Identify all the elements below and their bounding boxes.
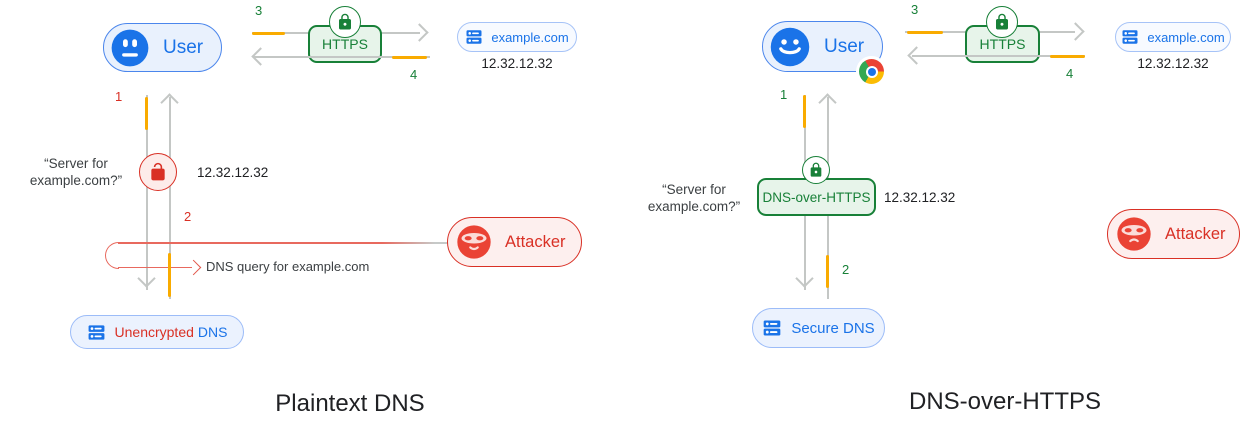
step-2-highlight bbox=[826, 255, 829, 288]
dns-word-unencrypted: Unencrypted bbox=[114, 324, 194, 340]
step-3-highlight bbox=[252, 31, 285, 35]
lock-closed-icon bbox=[996, 13, 1008, 30]
lock-closed-icon bbox=[810, 162, 822, 177]
step-1-label: 1 bbox=[780, 87, 788, 102]
response-arrow-line bbox=[254, 56, 430, 58]
step-3-highlight bbox=[907, 30, 943, 34]
website-label: example.com bbox=[1147, 29, 1225, 45]
https-label: HTTPS bbox=[979, 36, 1026, 52]
response-arrow-line bbox=[912, 55, 1085, 57]
step-2-label: 2 bbox=[184, 209, 192, 224]
attacker-pill-left: Attacker bbox=[447, 217, 582, 267]
query-text-right: “Server for example.com?” bbox=[640, 181, 748, 215]
query-line1: “Server for bbox=[44, 156, 108, 171]
intercept-label: DNS query for example.com bbox=[206, 259, 370, 274]
intercept-arrow-icon bbox=[185, 259, 202, 276]
dns-response-line bbox=[169, 97, 171, 299]
attacker-mask-icon bbox=[457, 225, 491, 259]
query-line1: “Server for bbox=[662, 182, 726, 197]
step-4-highlight bbox=[392, 55, 427, 59]
step-1-highlight bbox=[803, 95, 806, 128]
attacker-pill-right: Attacker bbox=[1107, 209, 1240, 259]
website-pill-left: example.com bbox=[457, 22, 577, 52]
step-4-label: 4 bbox=[410, 67, 418, 82]
server-icon bbox=[466, 30, 482, 44]
lock-badge-left bbox=[329, 6, 361, 38]
website-ip: 12.32.12.32 bbox=[1137, 56, 1209, 71]
doh-resolver-label: DNS-over-HTTPS bbox=[762, 189, 871, 205]
lock-badge-right bbox=[986, 6, 1018, 38]
step-2-label: 2 bbox=[842, 262, 850, 277]
diagram-title-right: DNS-over-HTTPS bbox=[908, 388, 1101, 415]
lock-open-icon bbox=[151, 162, 165, 181]
step-1-highlight bbox=[145, 97, 148, 130]
arrow-left-icon bbox=[251, 47, 270, 66]
dns-word-dns: DNS bbox=[197, 324, 228, 340]
dns-server-pill-right: Secure DNS bbox=[752, 308, 885, 348]
intercept-curve bbox=[105, 242, 119, 269]
query-line2: example.com?” bbox=[29, 173, 123, 188]
arrow-down-icon bbox=[795, 269, 814, 288]
server-icon bbox=[1122, 30, 1138, 44]
server-icon bbox=[763, 320, 781, 336]
intercept-line bbox=[118, 242, 448, 244]
step-2-highlight bbox=[168, 253, 171, 297]
query-line2: example.com?” bbox=[647, 199, 741, 214]
doh-resolver-box: DNS-over-HTTPS bbox=[757, 178, 876, 216]
arrow-right-icon bbox=[410, 23, 429, 42]
intercept-return-line bbox=[118, 266, 192, 268]
dns-query-line bbox=[146, 95, 148, 290]
happy-face-icon bbox=[770, 27, 810, 66]
resolved-ip-left: 12.32.12.32 bbox=[197, 165, 269, 180]
neutral-face-icon bbox=[111, 29, 149, 66]
website-ip: 12.32.12.32 bbox=[481, 56, 553, 71]
arrow-up-icon bbox=[818, 93, 837, 112]
attacker-mask-icon bbox=[1117, 217, 1151, 251]
arrow-right-icon bbox=[1066, 22, 1085, 41]
https-label: HTTPS bbox=[322, 36, 368, 52]
attacker-label: Attacker bbox=[1165, 224, 1226, 243]
diagram-title-left: Plaintext DNS bbox=[275, 390, 425, 417]
arrow-left-icon bbox=[907, 46, 926, 65]
arrow-up-icon bbox=[160, 93, 179, 112]
attacker-label: Attacker bbox=[505, 232, 566, 251]
user-pill-left: User bbox=[103, 23, 222, 72]
step-4-label: 4 bbox=[1066, 66, 1074, 81]
doh-lock-badge bbox=[802, 156, 830, 184]
server-icon bbox=[88, 324, 104, 340]
website-pill-right: example.com bbox=[1115, 22, 1231, 52]
step-3-label: 3 bbox=[911, 2, 919, 17]
user-label: User bbox=[163, 36, 204, 58]
website-label: example.com bbox=[491, 29, 569, 45]
query-text-left: “Server for example.com?” bbox=[20, 155, 132, 189]
user-label: User bbox=[824, 35, 865, 57]
dns-server-label: Secure DNS bbox=[791, 319, 875, 337]
chrome-logo-icon bbox=[859, 59, 884, 84]
step-3-label: 3 bbox=[255, 3, 263, 18]
arrow-down-icon bbox=[137, 269, 156, 288]
step-4-highlight bbox=[1050, 54, 1085, 58]
unencrypted-badge bbox=[139, 153, 177, 191]
resolved-ip-right: 12.32.12.32 bbox=[884, 190, 956, 205]
lock-closed-icon bbox=[339, 13, 351, 30]
step-1-label: 1 bbox=[115, 89, 123, 104]
